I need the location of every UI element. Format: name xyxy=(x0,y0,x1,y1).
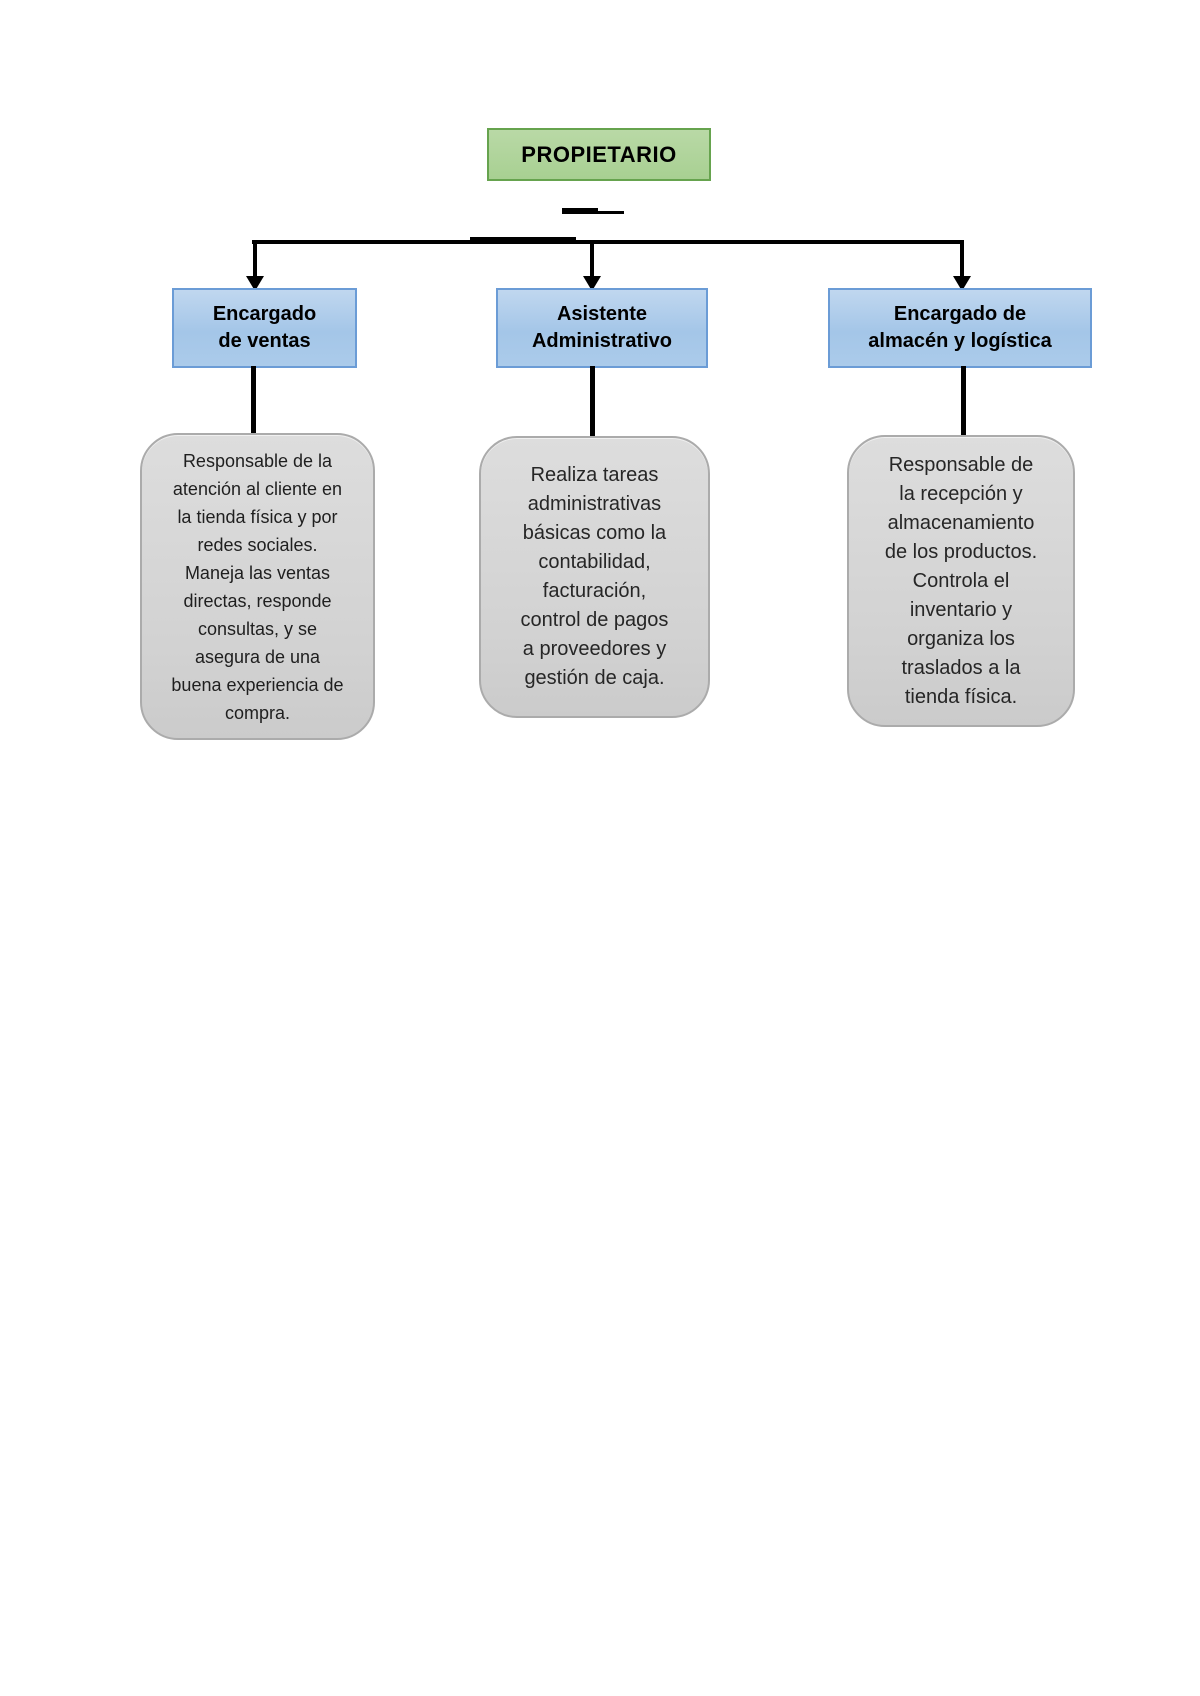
branch-node-asistente-administrativo: Asistente Administrativo xyxy=(496,288,708,368)
description-box-asistente-administrativo: Realiza tareas administrativas básicas c… xyxy=(479,436,710,718)
arrow-down-icon xyxy=(953,276,971,291)
branch-node-title: Asistente Administrativo xyxy=(531,303,673,352)
connector-drop-admin xyxy=(590,240,594,278)
description-text: Realiza tareas administrativas básicas c… xyxy=(520,464,669,689)
arrow-down-icon xyxy=(246,276,264,291)
connector-trunk-overlap xyxy=(470,237,576,244)
connector-drop-ventas xyxy=(253,240,257,278)
connector-stub-segment xyxy=(562,208,598,214)
description-box-ventas: Responsable de la atención al cliente en… xyxy=(140,433,375,740)
description-box-almacen-logistica: Responsable de la recepción y almacenami… xyxy=(847,435,1075,727)
branch-node-ventas: Encargado de ventas xyxy=(172,288,357,368)
branch-node-almacen-logistica: Encargado de almacén y logística xyxy=(828,288,1092,368)
description-text: Responsable de la recepción y almacenami… xyxy=(884,453,1038,708)
branch-node-title: Encargado de ventas xyxy=(212,303,317,352)
arrow-down-icon xyxy=(583,276,601,291)
connector-drop-almacen xyxy=(960,240,964,278)
connector-link-almacen xyxy=(961,366,966,435)
branch-node-title: Encargado de almacén y logística xyxy=(868,303,1052,352)
connector-trunk-line xyxy=(252,240,964,244)
description-text: Responsable de la atención al cliente en… xyxy=(171,450,344,723)
connector-link-admin xyxy=(590,366,595,436)
connector-stub-segment xyxy=(596,211,624,214)
connector-link-ventas xyxy=(251,366,256,433)
root-node-label: PROPIETARIO xyxy=(521,141,677,167)
root-node-propietario: PROPIETARIO xyxy=(487,128,711,181)
